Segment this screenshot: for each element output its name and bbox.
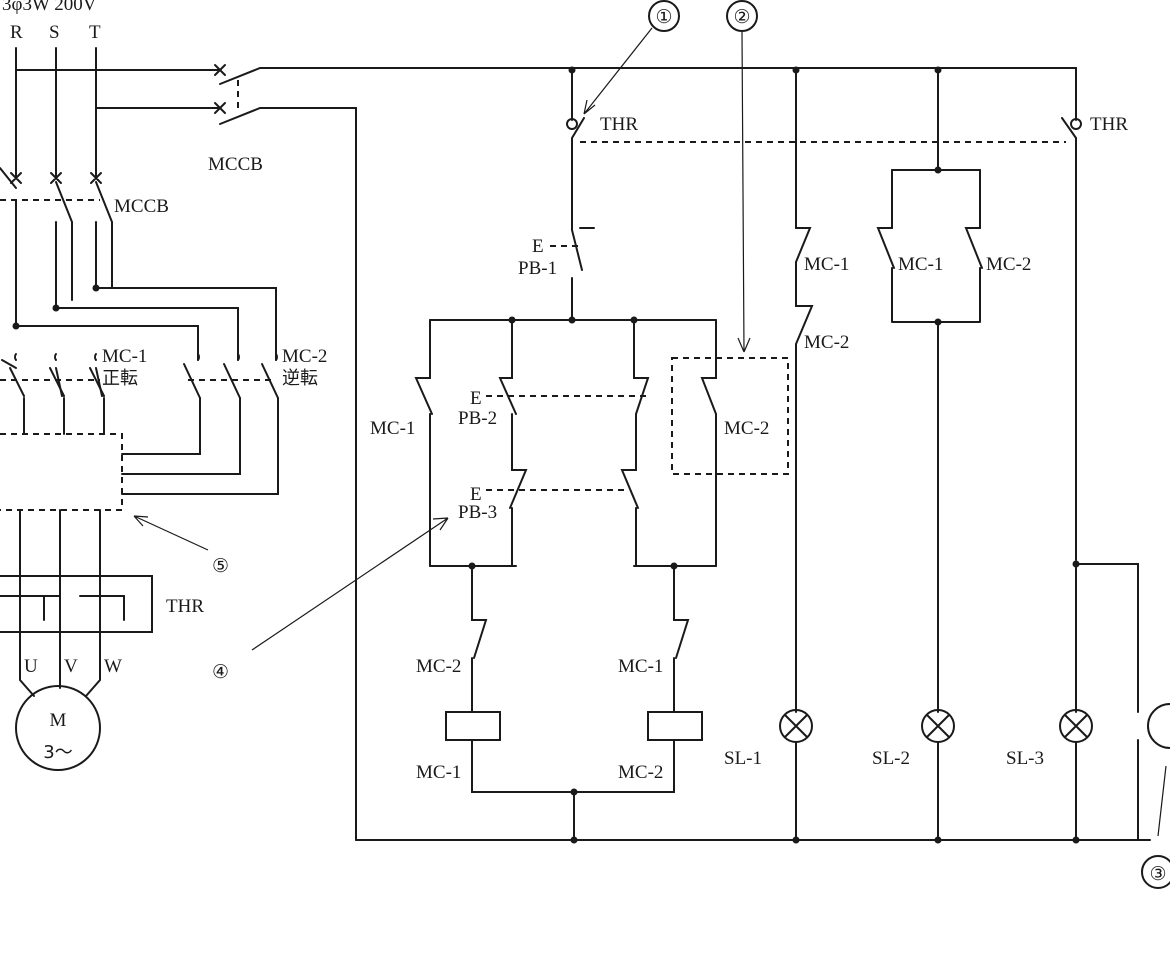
pb3-e: E xyxy=(470,484,482,505)
control-mccb-label: MCCB xyxy=(208,154,263,175)
callout-5: ⑤ xyxy=(212,556,229,577)
callout-2: ② xyxy=(733,7,750,28)
hold-mc1-label: MC-1 xyxy=(370,418,415,439)
sl1-mc1-label: MC-1 xyxy=(804,254,849,275)
lamp-sl3-label: SL-3 xyxy=(1006,748,1044,769)
interlock-mc1-label: MC-1 xyxy=(618,656,663,677)
pb2-label: PB-2 xyxy=(458,408,497,429)
main-mc1-label: MC-1 xyxy=(102,346,147,367)
lamp-sl2-label: SL-2 xyxy=(872,748,910,769)
pb1-label: PB-1 xyxy=(518,258,557,279)
supply-spec: 3φ3W 200V xyxy=(2,0,97,15)
coil-mc2-label: MC-2 xyxy=(618,762,663,783)
motor-symbol xyxy=(15,685,101,771)
pb1-e: E xyxy=(532,236,544,257)
callout-4: ④ xyxy=(212,662,229,683)
thr-right-contact xyxy=(1070,118,1082,130)
callout-1: ① xyxy=(655,7,672,28)
terminal-v: V xyxy=(64,656,78,677)
coil-mc1-label: MC-1 xyxy=(416,762,461,783)
main-mc2-label: MC-2 xyxy=(282,346,327,367)
thr-left-label: THR xyxy=(600,114,638,135)
sl2-mc1-label: MC-1 xyxy=(898,254,943,275)
box-mc2-label: MC-2 xyxy=(724,418,769,439)
sl2-mc2-label: MC-2 xyxy=(986,254,1031,275)
coil-mc1 xyxy=(445,711,501,741)
thr-left-contact xyxy=(566,118,578,130)
motor-letter: M xyxy=(50,710,67,731)
control-circuit: MCCB THR THR E PB-1 MC-1 E PB-2 E xyxy=(15,0,1170,889)
pb2-e: E xyxy=(470,388,482,409)
lamp-sl2 xyxy=(921,709,955,841)
terminal-w: W xyxy=(104,656,122,677)
lamp-sl1 xyxy=(779,709,813,841)
lamp-sl1-label: SL-1 xyxy=(724,748,762,769)
pb3-label: PB-3 xyxy=(458,502,497,523)
lamp-sl3 xyxy=(1059,709,1093,841)
phase-s-label: S xyxy=(49,22,60,43)
thr-right-label: THR xyxy=(1090,114,1128,135)
main-mccb-label: MCCB xyxy=(114,196,169,217)
main-circuit: 3φ3W 200V R S T MCCB MC-1 正転 MC-2 逆転 xyxy=(0,0,327,771)
coil-mc2 xyxy=(647,711,703,741)
sl1-mc2-label: MC-2 xyxy=(804,332,849,353)
interlock-mc2-label: MC-2 xyxy=(416,656,461,677)
main-mc2-direction: 逆転 xyxy=(282,368,318,389)
main-thr-label: THR xyxy=(166,596,204,617)
phase-r-label: R xyxy=(10,22,23,43)
main-mc1-direction: 正転 xyxy=(102,368,138,389)
phase-t-label: T xyxy=(89,22,101,43)
motor-phase: 3～ xyxy=(43,742,72,763)
terminal-u: U xyxy=(24,656,38,677)
callout-3: ③ xyxy=(1149,864,1166,885)
